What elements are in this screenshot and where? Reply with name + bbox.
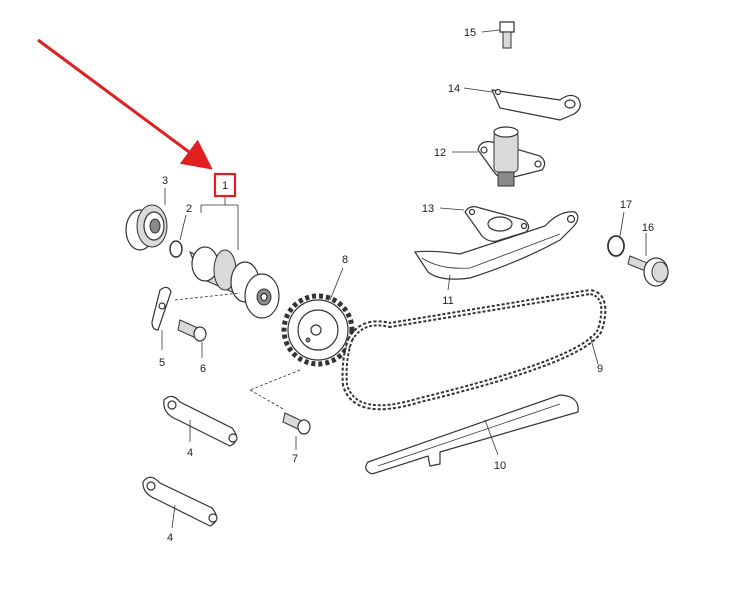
label-1: 1: [222, 180, 228, 192]
o-ring: [169, 240, 183, 258]
label-2: 2: [186, 203, 192, 215]
label-17: 17: [620, 199, 632, 211]
cam-sprocket: [281, 267, 355, 367]
label-12: 12: [434, 147, 446, 159]
label-8: 8: [342, 254, 348, 266]
label-14: 14: [448, 83, 460, 95]
link-plate-upper: [163, 395, 238, 447]
link-plate-lower: [142, 476, 218, 529]
camshaft: [189, 197, 280, 319]
tensioner-gasket: [439, 206, 530, 242]
highlight-box: [213, 172, 237, 198]
label-4a: 4: [187, 447, 193, 459]
label-3: 3: [162, 175, 168, 187]
label-11: 11: [442, 295, 453, 307]
cam-chain-tensioner: [452, 126, 546, 187]
bearing: [125, 188, 168, 251]
highlight-arrow: [37, 38, 213, 170]
tensioner-guide: [413, 211, 579, 291]
label-13: 13: [422, 203, 434, 215]
label-15: 15: [464, 27, 476, 39]
bolt-6: [177, 319, 207, 358]
label-7: 7: [292, 453, 298, 465]
label-10: 10: [494, 460, 506, 472]
label-4b: 4: [167, 532, 173, 544]
bolt-15: [481, 21, 515, 49]
label-9: 9: [597, 363, 603, 375]
label-16: 16: [642, 222, 654, 234]
decompressor-lever: [151, 286, 172, 350]
cap-gasket: [463, 87, 581, 121]
chain-guide: [365, 394, 579, 475]
label-5: 5: [159, 357, 165, 369]
label-6: 6: [200, 363, 206, 375]
o-ring-17: [607, 235, 625, 257]
timing-chain: [341, 288, 607, 411]
plug-bolt-16: [627, 233, 669, 287]
bolt-7: [282, 412, 311, 450]
